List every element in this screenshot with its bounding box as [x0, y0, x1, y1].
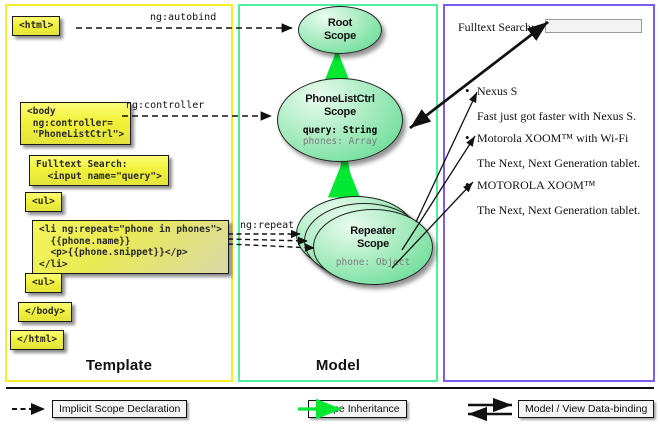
column-label-model: Model	[315, 357, 361, 374]
column-label-template: Template	[85, 357, 153, 374]
label-ng-repeat: ng:repeat	[240, 220, 295, 231]
scope-repeater-props: phone: Object	[336, 257, 410, 269]
view-phone-snippet: The Next, Next Generation tablet.	[477, 156, 641, 170]
label-ng-controller: ng:controller	[126, 100, 205, 111]
column-model: Model	[238, 4, 438, 382]
view-phone-name: MOTOROLA XOOM™	[465, 177, 653, 193]
view-phone-item-2: MOTOROLA XOOM™ The Next, Next Generation…	[465, 177, 653, 218]
view-phone-name: Nexus S	[465, 83, 653, 99]
view-fulltext-input[interactable]	[545, 19, 642, 33]
label-ng-autobind: ng:autobind	[150, 12, 217, 23]
scope-phonelistctrl-props: query: String phones: Array	[303, 125, 377, 148]
code-box-ul-open: <ul>	[25, 192, 62, 212]
legend-label-databinding: Model / View Data-binding	[518, 400, 655, 418]
view-phone-snippet: The Next, Next Generation tablet.	[477, 203, 641, 217]
scope-prop-phones: phones: Array	[302, 136, 378, 147]
view-phone-item-0: Nexus S Fast just got faster with Nexus …	[465, 83, 653, 124]
code-box-body-close: </body>	[18, 302, 73, 322]
legend-label-implicit: Implicit Scope Declaration	[52, 400, 188, 418]
view-content: Fulltext Search: Nexus S Fast just got f…	[445, 6, 653, 380]
code-box-body-open: <body ng:controller= "PhoneListCtrl">	[20, 102, 132, 145]
scope-prop-phone: phone: Object	[335, 257, 411, 269]
column-view: Fulltext Search: Nexus S Fast just got f…	[443, 4, 655, 382]
view-phone-snippet: Fast just got faster with Nexus S.	[477, 109, 636, 123]
code-box-html-close: </html>	[10, 330, 65, 350]
legend: Implicit Scope Declaration Scope Inherit…	[0, 387, 660, 435]
code-box-li-repeat: <li ng:repeat="phone in phones"> {{phone…	[32, 220, 230, 274]
code-box-ul-close: <ul>	[25, 273, 62, 293]
view-fulltext-label: Fulltext Search:	[458, 20, 535, 34]
code-box-html-open: <html>	[12, 16, 61, 36]
view-phone-item-1: Motorola XOOM™ with Wi-Fi The Next, Next…	[465, 130, 653, 171]
scope-prop-query: query: String	[302, 124, 378, 136]
code-box-fulltext-search: Fulltext Search: <input name="query">	[29, 155, 169, 186]
legend-label-inheritance: Scope Inheritance	[308, 400, 407, 418]
legend-divider	[6, 387, 654, 389]
view-phone-name: Motorola XOOM™ with Wi-Fi	[465, 130, 653, 146]
